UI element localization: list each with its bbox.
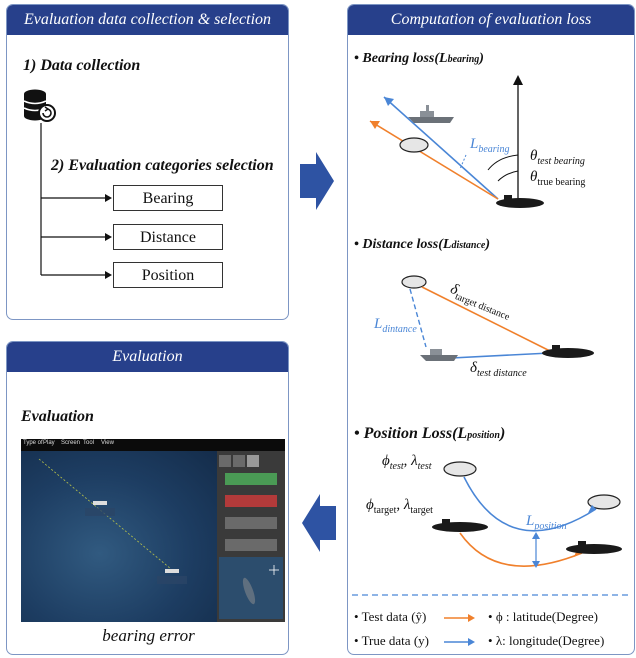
right-flow-arrow [300,152,334,210]
sim-gray-button[interactable] [225,517,277,529]
l-bearing-label: Lbearing [470,136,510,155]
sim-menu-view: View [101,440,114,446]
phi-lambda-target-label: ϕtarget, λtarget [366,497,433,516]
warship-icon [408,105,454,123]
evaluation-panel: Evaluation Evaluation Type of Play Scree… [6,341,289,655]
theta-test-label: θtest bearing [530,148,585,167]
test-bearing-line [369,120,499,200]
loss-diagrams [352,75,632,646]
sim-gray-button[interactable] [225,539,277,551]
category-position-box[interactable]: Position [113,262,223,288]
simulator-screenshot: Type of Play Screen Tool View [21,439,285,622]
distance-test-ellipse [401,275,427,289]
legend-true-data: • True data (y) [354,633,429,648]
data-collection-step: 1) Data collection [23,57,141,74]
evaluation-header: Evaluation [7,342,288,372]
delta-test-label: δtest distance [470,360,527,379]
legend-latitude: • ϕ : latitude(Degree) [488,609,598,624]
sim-green-button[interactable] [225,473,277,485]
left-flow-arrow [302,494,336,552]
submarine-icon [566,541,622,554]
evaluation-subtitle: Evaluation [21,408,94,425]
database-icon [23,89,56,122]
submarine-marker [165,569,179,573]
simulator-menubar: Type of Play Screen Tool View [21,439,285,451]
sim-menu-play: Play [43,440,55,446]
north-arrowhead [513,75,523,85]
evaluation-caption: bearing error [102,626,195,645]
dintance-dashed-line [409,288,427,348]
bearing-loss-title: • Bearing loss(Lbearing) [354,51,484,66]
data-collection-panel: Evaluation data collection & selection 1… [6,4,289,320]
true-bearing-line [383,96,499,200]
legend-orange-arrow [468,614,475,622]
simulator-minimap [219,557,283,619]
data-collection-header: Evaluation data collection & selection [7,5,288,35]
sim-menu-screen: Screen [61,440,81,446]
category-tree-diagram [23,89,112,279]
l-dintance-label: Ldintance [374,316,417,335]
ship-marker [93,501,107,505]
position-true-ellipse [587,494,621,510]
legend-longitude: • λ: longitude(Degree) [488,633,605,648]
legend-test-data: • Test data (ŷ) [354,609,427,624]
position-orange-curve [459,532,583,567]
sea-view [21,451,217,622]
submarine-icon [542,345,594,358]
sim-menu-tool: Tool [83,440,95,446]
sea-overlay [38,458,187,584]
warship-icon [420,349,458,361]
target-distance-line [421,286,551,352]
category-selection-step: 2) Evaluation categories selection [51,157,274,174]
l-position-label: Lposition [526,513,567,532]
position-test-ellipse [443,461,477,477]
distance-loss-title: • Distance loss(Ldistance) [354,237,491,252]
sim-red-button[interactable] [225,495,277,507]
legend-blue-arrow [468,638,475,646]
category-distance-box[interactable]: Distance [113,224,223,250]
test-target-ellipse [399,137,429,153]
category-bearing-box[interactable]: Bearing [113,185,223,211]
submarine-icon [496,195,544,208]
position-loss-title: • Position Loss(Lposition) [354,425,506,442]
submarine-icon [432,519,488,532]
sim-menu-type: Type of [23,440,43,446]
theta-true-label: θtrue bearing [530,169,586,188]
phi-lambda-test-label: ϕtest, λtest [382,453,432,472]
loss-computation-header: Computation of evaluation loss [348,5,634,35]
loss-computation-panel: Computation of evaluation loss • Bearing… [347,4,635,655]
position-blue-curve [463,476,597,532]
